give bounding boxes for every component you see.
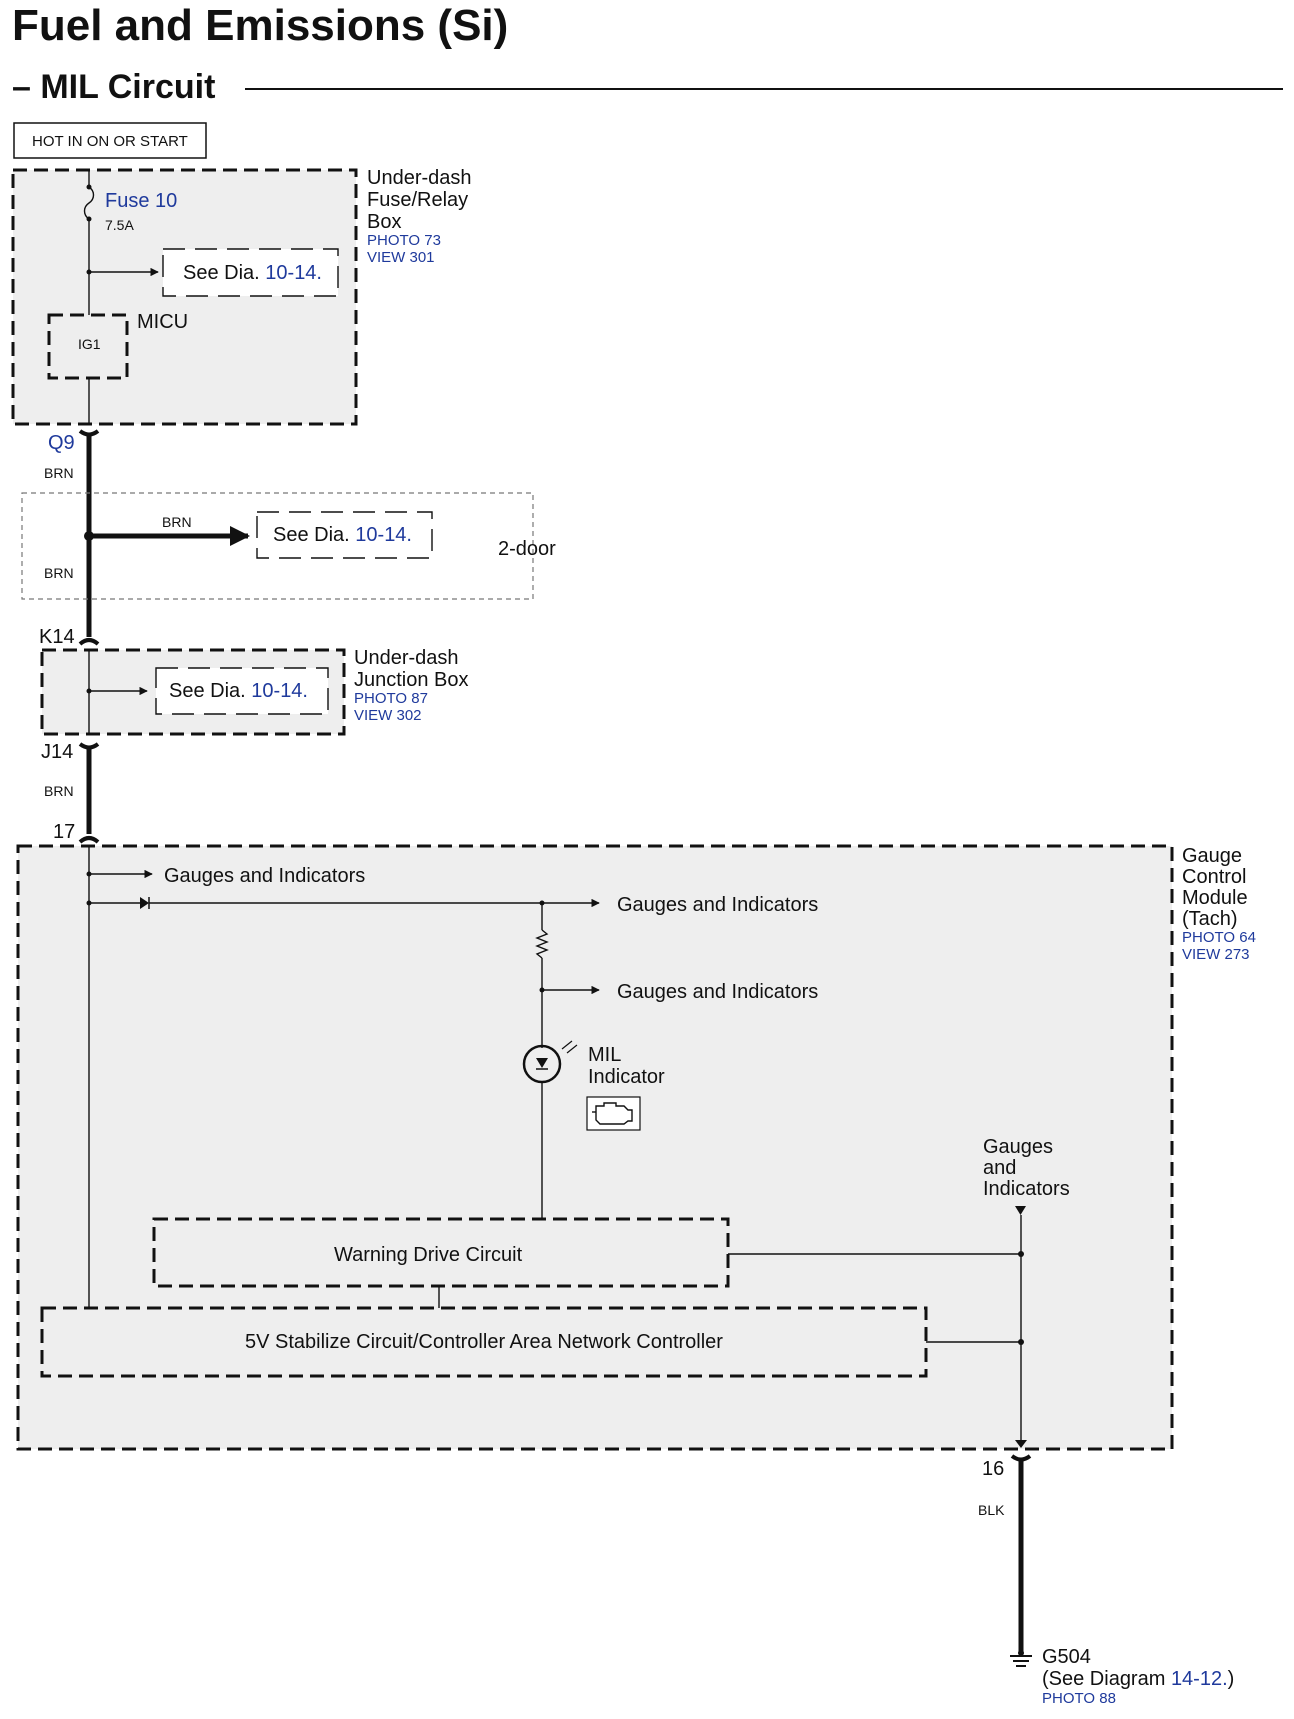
ig1-label: IG1 [78, 336, 101, 352]
fuse-10-icon [83, 186, 95, 220]
junction-box-photo-link[interactable]: PHOTO 87 [354, 690, 428, 707]
gauges-indicators-4-line3: Indicators [983, 1178, 1070, 1200]
gauges-indicators-2: Gauges and Indicators [617, 894, 818, 916]
gauges-indicators-4-arrow [1015, 1206, 1026, 1215]
power-source-label: HOT IN ON OR START [32, 133, 188, 150]
power-source-box [13, 122, 207, 159]
mil-indicator-label-2: Indicator [588, 1066, 665, 1088]
gauges-indicators-1: Gauges and Indicators [164, 865, 365, 887]
stabilize-can-controller-label: 5V Stabilize Circuit/Controller Area Net… [245, 1331, 723, 1353]
two-door-label: 2-door [498, 538, 556, 560]
section-title: – MIL Circuit [12, 68, 215, 106]
gauges-indicators-4-line2: and [983, 1157, 1016, 1179]
connector-j14: J14 [41, 741, 73, 763]
gauges-indicators-4-line1: Gauges [983, 1136, 1053, 1158]
gauge-module-view-link[interactable]: VIEW 273 [1182, 946, 1250, 963]
connector-q9: Q9 [48, 432, 75, 454]
gauge-module-photo-link[interactable]: PHOTO 64 [1182, 929, 1256, 946]
led-light-rays-icon [561, 1040, 578, 1054]
junction-box-view-link[interactable]: VIEW 302 [354, 707, 422, 724]
ground-g504-name: G504 [1042, 1646, 1091, 1668]
connector-q9-icon [78, 429, 100, 437]
fuse-10-label[interactable]: Fuse 10 [105, 190, 177, 212]
warning-drive-circuit-box [152, 1217, 730, 1288]
ground-see-diagram: (See Diagram 14-12.) [1042, 1668, 1234, 1690]
fuse-box-see-dia-ref[interactable]: 10-14. [265, 262, 322, 284]
fuse-box-name-2: Fuse/Relay [367, 189, 468, 211]
wire-brn-1: BRN [44, 465, 74, 481]
wire-blk: BLK [978, 1502, 1005, 1518]
junction-box-see-dia-box [155, 667, 329, 715]
resistor-icon [535, 929, 549, 959]
micu-label: MICU [137, 311, 188, 333]
connector-k14: K14 [39, 626, 75, 648]
wire-brn-2: BRN [44, 565, 74, 581]
two-door-see-dia: See Dia. 10-14. [273, 524, 412, 546]
stabilize-can-controller-box [40, 1306, 928, 1378]
junction-box-name-2: Junction Box [354, 669, 469, 691]
fuse-box-see-dia: See Dia. 10-14. [183, 262, 322, 284]
gauge-module-name-2: Control [1182, 866, 1246, 888]
mil-indicator-label-1: MIL [588, 1044, 621, 1066]
fuse-10-rating: 7.5A [105, 217, 134, 233]
diode-icon [140, 897, 149, 909]
connector-16-icon [1010, 1454, 1032, 1462]
connector-j14-icon [78, 742, 100, 750]
gauge-module-name-4: (Tach) [1182, 908, 1238, 930]
ground-see-diagram-ref[interactable]: 14-12. [1171, 1668, 1228, 1690]
fuse-box-name-1: Under-dash [367, 167, 472, 189]
gauge-module-name-1: Gauge [1182, 845, 1242, 867]
fuse-box-view-link[interactable]: VIEW 301 [367, 249, 435, 266]
fuse-box-name-3: Box [367, 211, 401, 233]
micu-ig1-box [47, 313, 129, 380]
connector-k14-icon [78, 638, 100, 646]
fuse-box-see-dia-box [162, 248, 339, 297]
page-title: Fuel and Emissions (Si) [12, 1, 508, 50]
junction-box-see-dia-ref[interactable]: 10-14. [251, 680, 308, 702]
engine-check-icon [586, 1096, 641, 1131]
warning-drive-circuit-label: Warning Drive Circuit [334, 1244, 523, 1266]
ground-photo-link[interactable]: PHOTO 88 [1042, 1690, 1116, 1707]
connector-17-icon [78, 836, 100, 844]
connector-16: 16 [982, 1458, 1004, 1480]
connector-17: 17 [53, 821, 75, 843]
junction-box-name-1: Under-dash [354, 647, 459, 669]
gauges-indicators-3: Gauges and Indicators [617, 981, 818, 1003]
two-door-region [21, 492, 534, 600]
ground-icon [1010, 1650, 1032, 1667]
two-door-see-dia-box [256, 511, 433, 559]
two-door-see-dia-ref[interactable]: 10-14. [355, 524, 412, 546]
wire-brn-branch: BRN [162, 514, 192, 530]
junction-box-see-dia: See Dia. 10-14. [169, 680, 308, 702]
fuse-relay-box [11, 168, 358, 426]
gauge-module-name-3: Module [1182, 887, 1248, 909]
wire-brn-3: BRN [44, 783, 74, 799]
fuse-box-photo-link[interactable]: PHOTO 73 [367, 232, 441, 249]
